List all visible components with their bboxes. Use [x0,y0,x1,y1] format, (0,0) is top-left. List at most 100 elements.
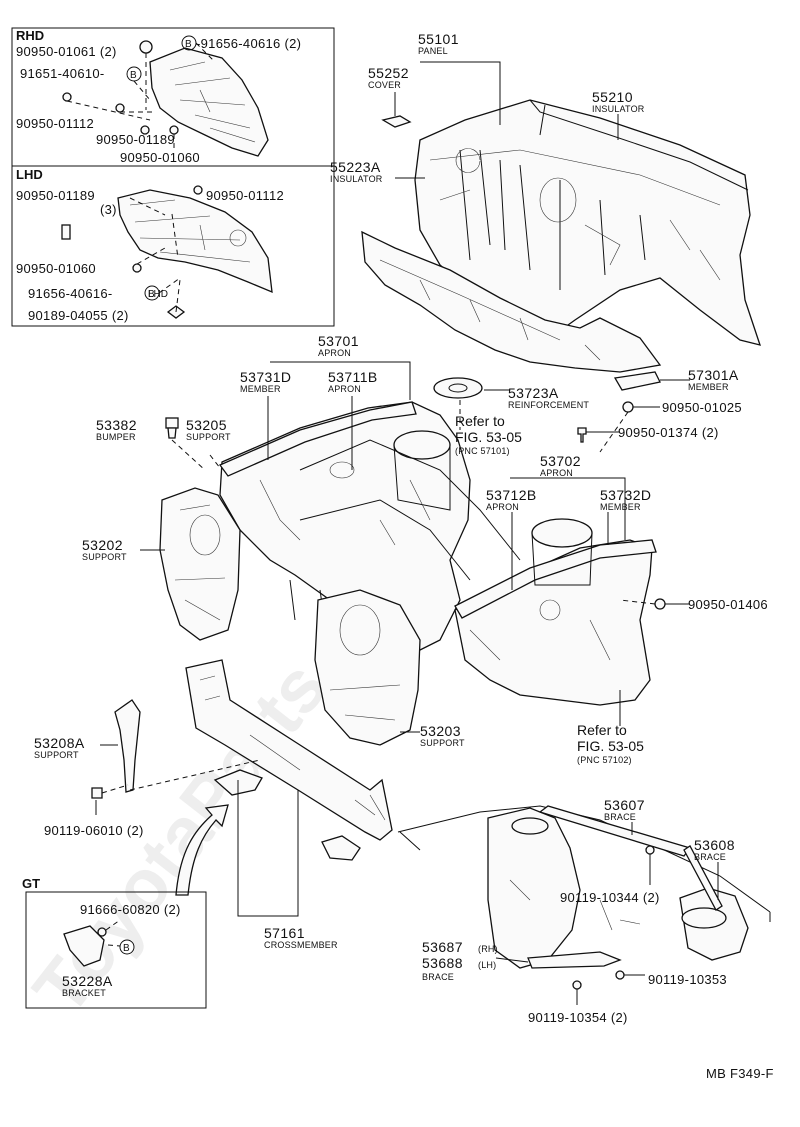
rhd-label-4: 90950-01189 [96,132,175,147]
cover-55252-part [381,115,412,128]
gt-leader-lines [105,919,121,947]
footer-code: MB F349-F [706,1066,774,1081]
lhd-label-2: (3) [100,202,117,217]
name-53208a: SUPPORT [34,750,79,760]
brace-53687-part [527,951,622,969]
lhd-inset: LHD LHD B 90950-01189 (3) 90950-01112 90… [11,165,335,327]
pn-53203: 53203 [420,723,461,739]
bolt-icon [97,927,107,937]
rhd-inset: RHD B B 90950-01061 (2) 91651-40610- 909… [11,27,335,167]
strut-top-lh [511,817,549,835]
clip-icon [139,40,153,54]
name-53712b: APRON [486,502,519,512]
name-53688: (LH) [478,960,496,970]
lhd-label-6: 90189-04055 (2) [28,308,129,323]
leader-57161 [237,780,299,917]
name-53382: BUMPER [96,432,136,442]
dash-panel-cowl [459,99,749,290]
name-53687-brace: BRACE [422,972,454,982]
pn-53608: 53608 [694,837,735,853]
lhd-label-4: 90950-01060 [16,261,96,276]
pn-57301a: 57301A [688,367,739,383]
rhd-label-5: 90950-01060 [120,150,200,165]
dash-panel-assembly [361,61,761,373]
gt-box [25,891,207,1009]
lhd-insulator-detail [129,199,251,263]
leader-53702 [510,477,626,540]
fastener-90950-01374: 90950-01374 (2) [618,425,719,440]
rhd-title: RHD [16,28,44,43]
b-circle-label: B [148,289,155,300]
name-53205: SUPPORT [186,432,231,442]
bracket-53228a-part [63,925,105,967]
rhd-label-6: -91656-40616 (2) [196,36,301,51]
rhd-insulator-detail [169,61,256,143]
pn-53732d: 53732D [600,487,651,503]
dash-insulator-lower-detail [379,259,601,361]
brace-assembly [397,805,771,1005]
dash-panel-details [429,148,721,281]
member-53732d-part [454,539,657,619]
dashed-leaders-front [171,400,656,605]
name-53702: APRON [540,468,573,478]
name-55223A: INSULATOR [330,174,383,184]
clip-icon [193,185,203,195]
nut-icon [622,401,634,413]
clip-icon [140,125,150,135]
pn-55223A: 55223A [330,159,381,175]
name-55210: INSULATOR [592,104,645,114]
b-circle-label: B [130,70,137,81]
name-53701: APRON [318,348,351,358]
support-53203-detail [329,604,401,721]
nut-icon [654,598,666,610]
pn-53701: 53701 [318,333,359,349]
pn-55101: 55101 [418,31,459,47]
pn-57161: 57161 [264,925,305,941]
rhd-label-2: 91651-40610- [20,66,105,81]
rhd-label-1: 90950-01061 (2) [16,44,117,59]
clip-icon [115,103,125,113]
pn-53723a: 53723A [508,385,559,401]
name-53711b: APRON [328,384,361,394]
brace-53608-part [683,845,723,911]
gt-label-2: 53228A [62,973,113,989]
fastener-90119-10344: 90119-10344 (2) [560,890,660,905]
bolt-icon [615,970,625,980]
fastener-90950-01025: 90950-01025 [662,400,742,415]
lhd-insulator-part [117,189,273,294]
lhd-label-3: 90950-01112 [206,188,284,203]
lhd-label-5: 91656-40616- [28,286,113,301]
support-53203-part [314,589,421,746]
name-53607: BRACE [604,812,636,822]
fastener-90119-10353: 90119-10353 [648,972,727,987]
pn-53202: 53202 [82,537,123,553]
pn-53712b: 53712B [486,487,537,503]
strut-tower-lh-wall [393,444,451,511]
bumper-53382-part [165,417,179,429]
support-53208a-part [114,699,141,793]
gt-label-3: BRACKET [62,988,106,998]
leader-53687 [495,957,529,963]
strut-tower-lh [393,430,451,460]
name-53687: (RH) [478,944,498,954]
dash-insulator-lower-part [361,230,662,373]
lhd-leader-lines [129,197,181,313]
name-57161: CROSSMEMBER [264,940,338,950]
b-circle-label: B [123,943,130,954]
pn-53687: 53687 [422,939,463,955]
name-57301a: MEMBER [688,382,729,392]
crossmember-57161-part [185,659,393,841]
pn-53711b: 53711B [328,369,378,385]
ref-1-fig: FIG. 53-05 [455,429,522,445]
bolt-icon [645,845,655,855]
gt-inset: GT B 91666-60820 (2) 53228A BRACKET [22,876,207,1009]
fastener-90950-01406: 90950-01406 [688,597,768,612]
pn-55210: 55210 [592,89,633,105]
clip-icon [132,263,142,273]
reinforcement-hole [448,383,468,393]
support-53202-part [159,487,241,641]
bay-details [509,879,641,931]
pn-53382: 53382 [96,417,137,433]
support-53202-detail [174,504,226,621]
